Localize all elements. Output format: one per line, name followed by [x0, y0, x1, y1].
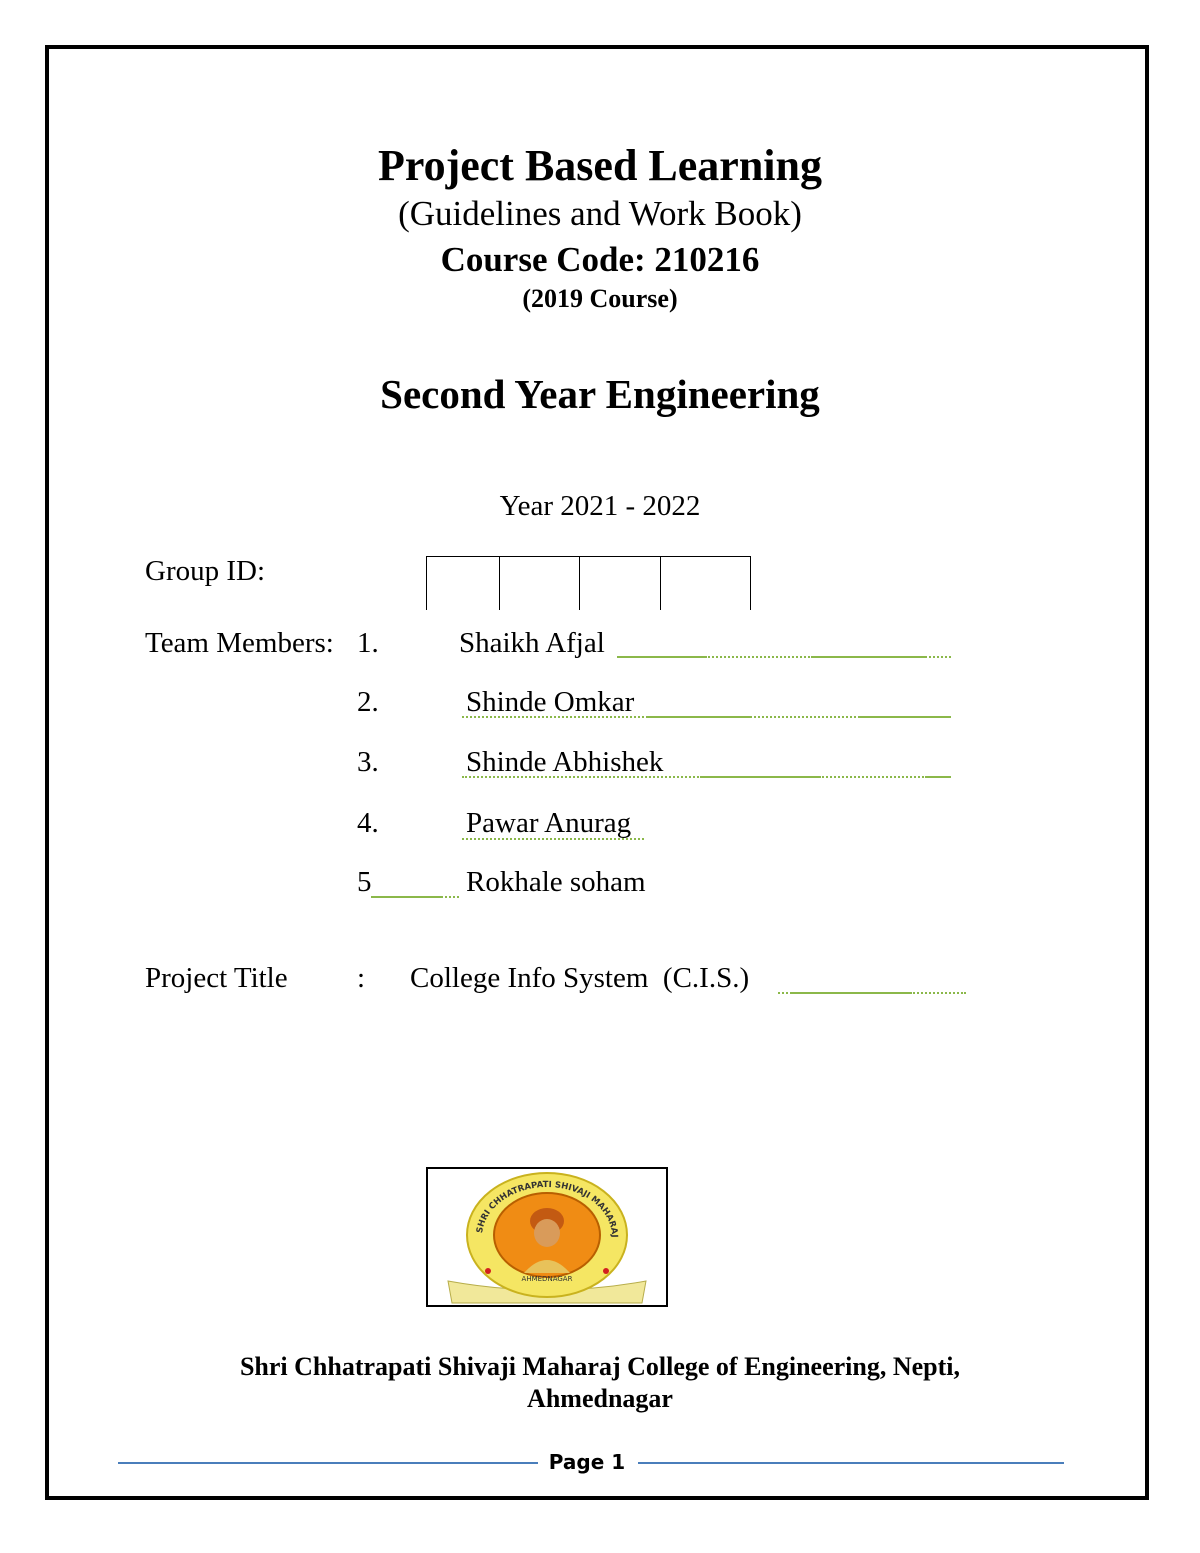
fill-dots	[925, 656, 951, 658]
course-year: (2019 Course)	[522, 284, 678, 313]
page-border	[45, 45, 1149, 1500]
fill-line	[702, 776, 819, 778]
college-logo-frame: SHRI CHHATRAPATI SHIVAJI MAHARAJ COLLEGE…	[426, 1167, 668, 1307]
fill-dots	[750, 716, 860, 718]
fill-dots	[819, 776, 927, 778]
seal-dot-right	[603, 1268, 609, 1274]
fill-line	[617, 656, 705, 658]
group-id-box-2	[499, 556, 579, 610]
footer-rule-left	[118, 1462, 538, 1464]
group-id-box-1	[426, 556, 499, 610]
program-name: Second Year Engineering	[380, 371, 820, 417]
college-name-line2: Ahmednagar	[527, 1384, 673, 1413]
member-number: 2.	[357, 686, 379, 718]
course-code: Course Code: 210216	[440, 240, 760, 279]
fill-line	[648, 716, 750, 718]
member-name: Pawar Anurag	[466, 807, 632, 839]
fill-line	[792, 992, 910, 994]
member-number: 3.	[357, 746, 379, 778]
team-members-label: Team Members:	[145, 627, 334, 659]
document-title: Project Based Learning	[377, 141, 823, 190]
project-title-value: College Info System (C.I.S.)	[410, 962, 750, 994]
document-subtitle: (Guidelines and Work Book)	[398, 194, 802, 233]
group-id-box-4	[660, 556, 751, 610]
college-name-line1: Shri Chhatrapati Shivaji Maharaj College…	[239, 1352, 961, 1381]
fill-line	[860, 716, 951, 718]
seal-dot-left	[485, 1268, 491, 1274]
member-name: Shinde Omkar	[466, 686, 635, 718]
fill-line	[813, 656, 925, 658]
project-title-separator: :	[357, 962, 366, 994]
group-id-label: Group ID:	[145, 555, 266, 587]
project-title-label: Project Title	[145, 962, 288, 994]
member-name: Shaikh Afjal	[459, 627, 605, 659]
fill-dots	[778, 992, 792, 994]
portrait-face	[534, 1219, 560, 1247]
member-number: 1.	[357, 627, 379, 659]
page-number: Page 1	[548, 1450, 626, 1474]
footer-rule-right	[638, 1462, 1064, 1464]
portrait-shoulders	[524, 1260, 570, 1273]
fill-line	[371, 896, 441, 898]
college-seal-logo: SHRI CHHATRAPATI SHIVAJI MAHARAJ COLLEGE…	[428, 1169, 658, 1304]
academic-year: Year 2021 - 2022	[499, 490, 701, 522]
group-id-box-3	[579, 556, 660, 610]
fill-dots	[462, 776, 702, 778]
fill-dots	[462, 838, 644, 840]
fill-dots	[441, 896, 459, 898]
fill-dots	[705, 656, 813, 658]
fill-dots	[462, 716, 648, 718]
seal-bottom-text: AHMEDNAGAR	[522, 1275, 573, 1283]
member-number: 4.	[357, 807, 379, 839]
member-name: Rokhale soham	[466, 866, 646, 898]
member-name: Shinde Abhishek	[466, 746, 664, 778]
fill-line	[927, 776, 951, 778]
member-number: 5	[357, 866, 372, 898]
fill-dots	[910, 992, 966, 994]
